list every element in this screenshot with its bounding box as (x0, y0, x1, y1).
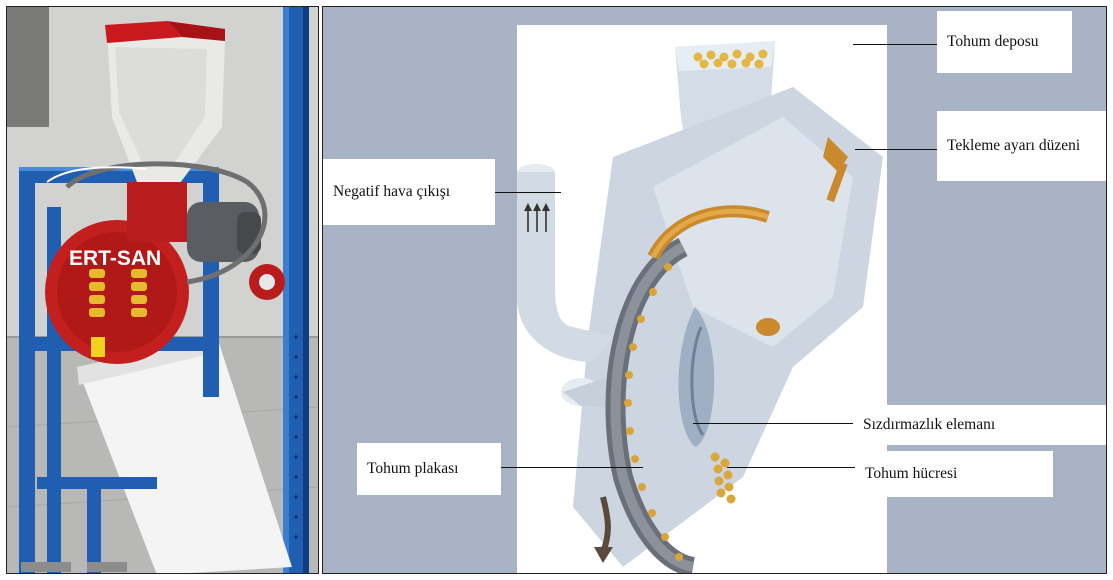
leader-tekleme (855, 149, 939, 150)
label-tohum-hucresi: Tohum hücresi (855, 451, 1053, 497)
leader-sizdirmazlik (693, 423, 855, 424)
leader-negatif-hava (495, 192, 561, 193)
label-sizdirmazlik: Sızdırmazlık elemanı (853, 405, 1107, 445)
leader-tohum-plakasi (499, 467, 643, 468)
label-tohum-plakasi: Tohum plakası (357, 443, 501, 495)
leader-tohum-hucresi (727, 467, 857, 468)
label-tohum-deposu: Tohum deposu (937, 11, 1072, 73)
svg-text:ERT-SAN: ERT-SAN (69, 247, 161, 270)
leader-tohum-deposu (853, 44, 939, 45)
photo-illustration: ERT-SAN (7, 7, 319, 574)
test-stand-photo: ERT-SAN (6, 6, 319, 574)
label-tekleme-ayari: Tekleme ayarı düzeni (937, 111, 1107, 181)
label-negatif-hava: Negatif hava çıkışı (323, 159, 495, 225)
seed-meter-diagram: Tohum deposu Tekleme ayarı düzeni Negati… (322, 6, 1107, 574)
